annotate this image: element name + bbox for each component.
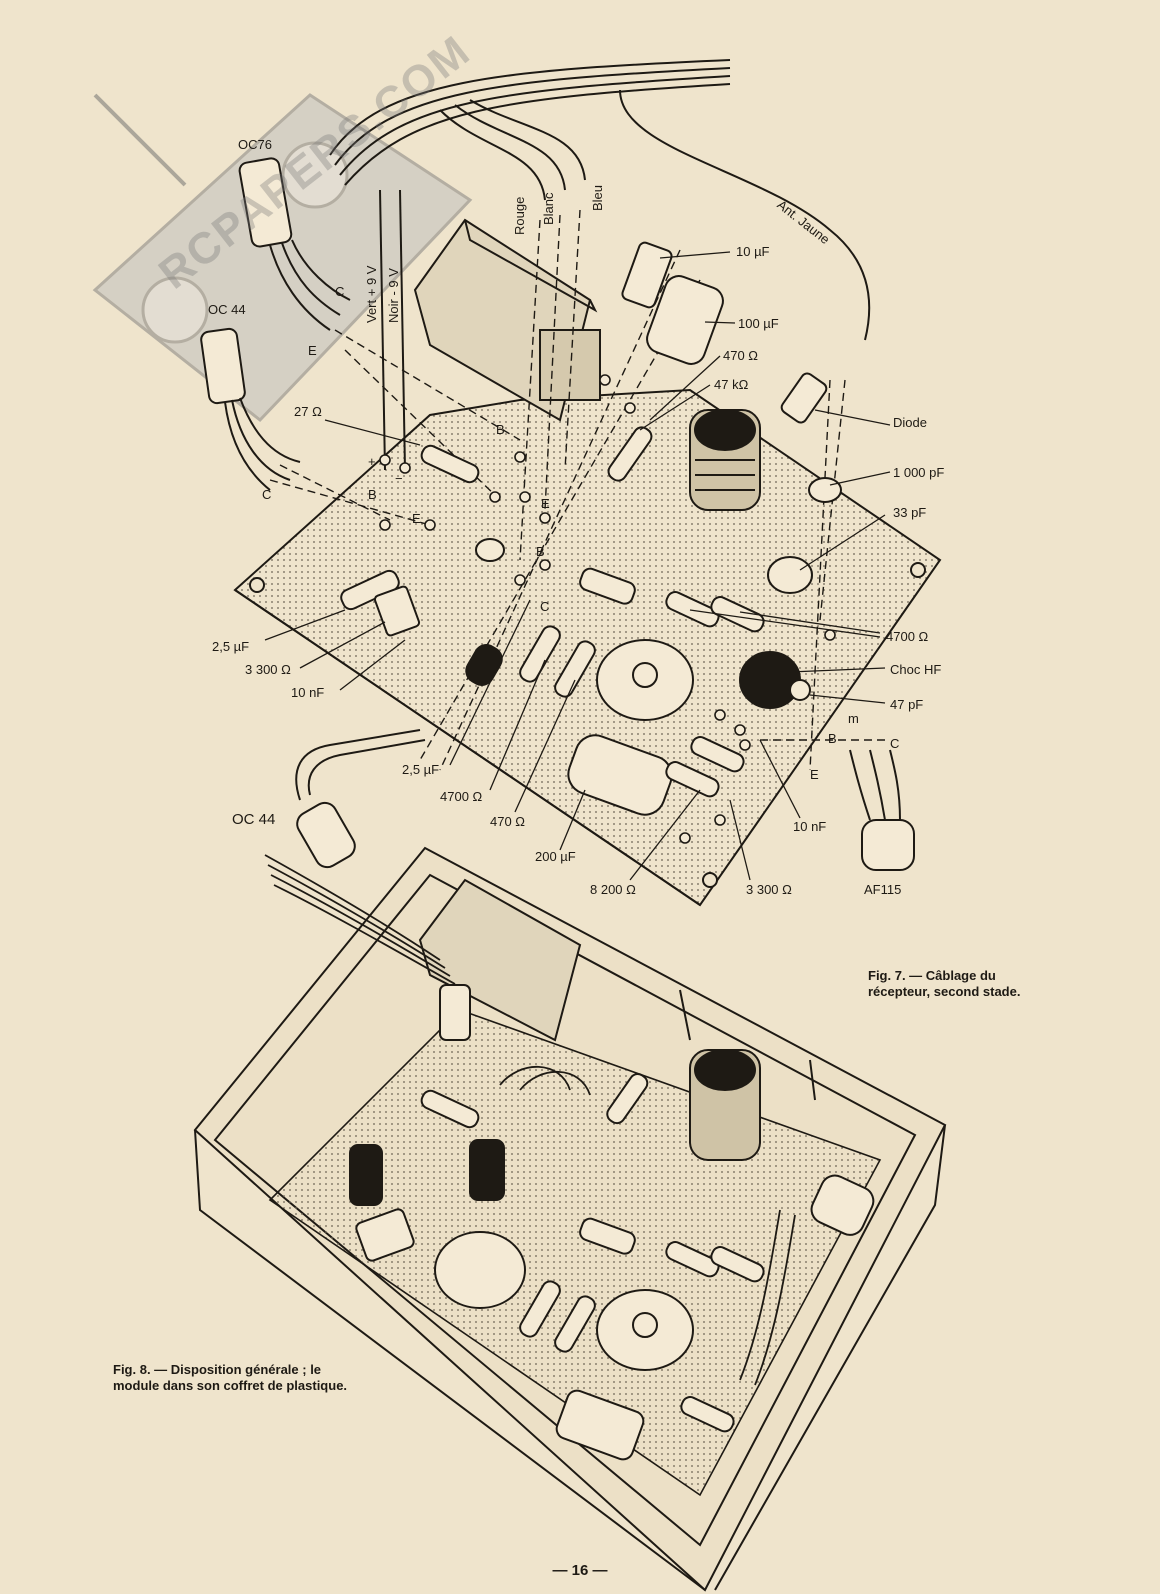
capacitor-10uf: [621, 241, 673, 309]
label-bleu: Bleu: [590, 184, 605, 211]
polarity-plus: +: [368, 454, 376, 469]
pin-e-mid: E: [541, 496, 550, 511]
label-4700-ohm-right: 4700 Ω: [886, 629, 929, 644]
label-diode: Diode: [893, 415, 927, 430]
coil-former: [689, 409, 761, 511]
watermark-transmitter-sketch: [92, 93, 473, 423]
label-oc44-top: OC 44: [208, 302, 246, 317]
polarity-minus: −: [395, 471, 403, 486]
leader-lines: [264, 251, 891, 881]
label-3300-ohm-bottom: 3 300 Ω: [746, 882, 792, 897]
small-capacitors-fig7: [373, 477, 842, 686]
label-10nf-left: 10 nF: [291, 685, 325, 700]
pin-c-mid: C: [540, 599, 550, 614]
label-8200-ohm: 8 200 Ω: [590, 882, 636, 897]
pin-m-af115: m: [848, 711, 859, 726]
potentiometer-fig7: [596, 639, 694, 721]
fig8-components: [349, 878, 875, 1461]
relay-box: [413, 218, 601, 422]
transistor-af115: [849, 749, 915, 871]
solder-pads: [379, 374, 836, 844]
dashed-connections: [269, 209, 890, 771]
label-100uf: 100 µF: [738, 316, 779, 331]
label-47k-ohm: 47 kΩ: [714, 377, 749, 392]
label-3300-ohm-left: 3 300 Ω: [245, 662, 291, 677]
transistor-oc44-bottom: [295, 729, 426, 869]
capacitor-100uf: [646, 275, 724, 365]
label-choc-hf: Choc HF: [890, 662, 942, 677]
label-2-5uf-left: 2,5 µF: [212, 639, 250, 654]
diode-part: [780, 372, 828, 424]
fig8-wires: [264, 854, 796, 1386]
fig7-caption: Fig. 7. — Câblage du récepteur, second s…: [868, 968, 1021, 999]
pin-c-af115: C: [890, 736, 900, 751]
wire-harness: [329, 59, 871, 471]
label-1000pf: 1 000 pF: [893, 465, 945, 480]
choke-hf: [739, 651, 811, 709]
pin-c-oc44: C: [262, 487, 272, 502]
label-rouge: Rouge: [512, 196, 527, 235]
label-470-ohm-bottom: 470 Ω: [490, 814, 526, 829]
resistors-fig7: [340, 426, 765, 798]
label-33pf: 33 pF: [893, 505, 927, 520]
transistor-oc76: [238, 157, 351, 331]
transistor-oc44-top: [200, 327, 301, 491]
label-vert-9v: Vert + 9 V: [364, 265, 379, 323]
fig8-caption: Fig. 8. — Disposition générale ; le modu…: [113, 1362, 348, 1393]
label-47pf: 47 pF: [890, 697, 924, 712]
pin-b-oc44: B: [368, 487, 377, 502]
pin-c-oc76: C: [335, 284, 345, 299]
page-number: — 16 —: [552, 1562, 608, 1579]
label-oc44-bottom: OC 44: [232, 811, 276, 828]
label-200uf: 200 µF: [535, 849, 576, 864]
label-10nf-right: 10 nF: [793, 819, 827, 834]
pin-e-af115: E: [810, 767, 819, 782]
pin-e-oc76: E: [308, 343, 317, 358]
pin-e-oc44: E: [412, 511, 421, 526]
label-470-ohm: 470 Ω: [723, 348, 759, 363]
pin-b-oc76: B: [496, 422, 505, 437]
label-noir-9v: Noir - 9 V: [386, 268, 401, 323]
capacitor-200uf: [567, 734, 673, 816]
pin-b-mid: B: [536, 544, 545, 559]
label-af115: AF115: [864, 882, 902, 897]
label-10uf: 10 µF: [736, 244, 770, 259]
label-2-5uf-bottom: 2,5 µF: [402, 762, 440, 777]
label-27-ohm: 27 Ω: [294, 404, 322, 419]
label-4700-ohm-bottom: 4700 Ω: [440, 789, 483, 804]
pin-b-af115: B: [828, 731, 837, 746]
label-oc76: OC76: [238, 137, 272, 152]
antenna-socket: [475, 538, 505, 562]
label-blanc: Blanc: [541, 192, 556, 225]
